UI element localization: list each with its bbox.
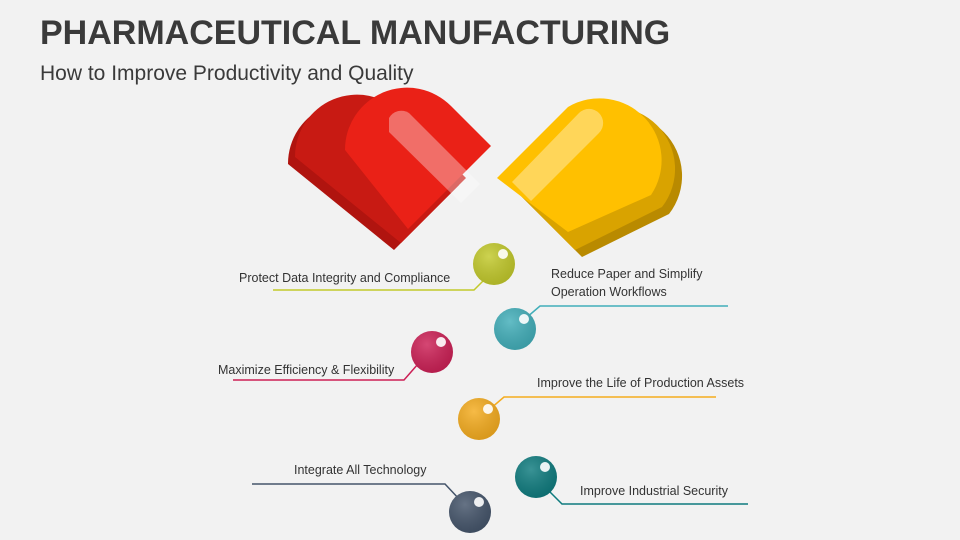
connector-line xyxy=(233,363,419,381)
red-capsule-half xyxy=(287,87,491,250)
item-label-line2: Operation Workflows xyxy=(551,285,667,299)
item-integrate-technology: Integrate All Technology xyxy=(252,463,491,533)
item-industrial-security: Improve Industrial Security xyxy=(515,456,748,505)
item-label: Integrate All Technology xyxy=(294,463,427,477)
item-maximize-efficiency: Maximize Efficiency & Flexibility xyxy=(218,331,453,381)
connector-line xyxy=(525,305,728,319)
item-protect-data-integrity: Protect Data Integrity and Compliance xyxy=(239,243,515,291)
connector-line xyxy=(545,487,748,505)
item-label: Maximize Efficiency & Flexibility xyxy=(218,363,395,377)
connector-line xyxy=(489,396,716,410)
yellow-capsule-face xyxy=(497,98,662,232)
red-capsule-highlight xyxy=(389,110,480,203)
yellow-capsule-half xyxy=(497,98,683,258)
page-title: PHARMACEUTICAL MANUFACTURING xyxy=(40,14,671,52)
yellow-capsule-highlight xyxy=(512,108,604,201)
connector-line xyxy=(252,483,461,501)
item-label: Protect Data Integrity and Compliance xyxy=(239,271,450,285)
item-label: Improve Industrial Security xyxy=(580,484,729,498)
item-reduce-paper: Reduce Paper and Simplify Operation Work… xyxy=(494,267,728,350)
page-subtitle: How to Improve Productivity and Quality xyxy=(40,62,414,85)
item-improve-asset-life: Improve the Life of Production Assets xyxy=(458,376,744,440)
red-capsule-face xyxy=(344,87,491,229)
item-label: Improve the Life of Production Assets xyxy=(537,376,744,390)
item-label: Reduce Paper and Simplify xyxy=(551,267,703,281)
